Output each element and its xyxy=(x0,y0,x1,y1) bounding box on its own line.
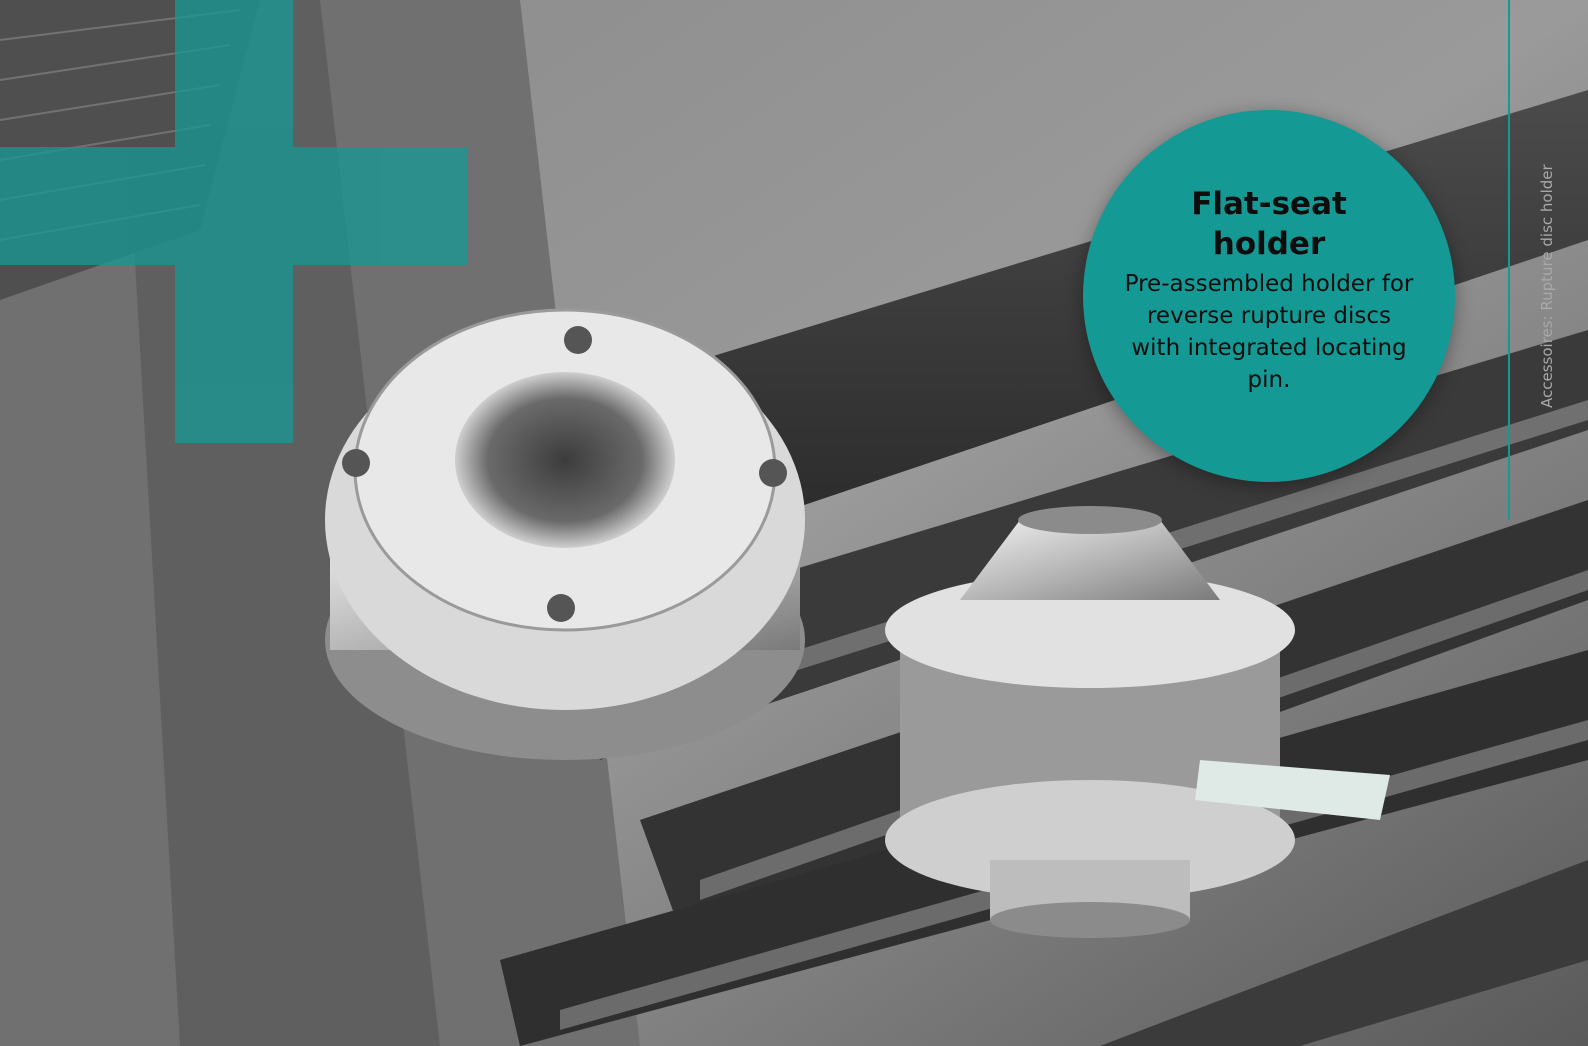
side-divider xyxy=(1508,0,1510,520)
callout-body: Pre-assembled holder for reverse rupture… xyxy=(1124,271,1414,393)
side-section-label: Accessoires: Rupture disc holder xyxy=(1538,164,1556,408)
callout-content: Flat-seat holder Pre-assembled holder fo… xyxy=(1113,184,1425,396)
product-callout: Flat-seat holder Pre-assembled holder fo… xyxy=(1083,110,1455,482)
callout-title: Flat-seat holder xyxy=(1191,186,1347,262)
